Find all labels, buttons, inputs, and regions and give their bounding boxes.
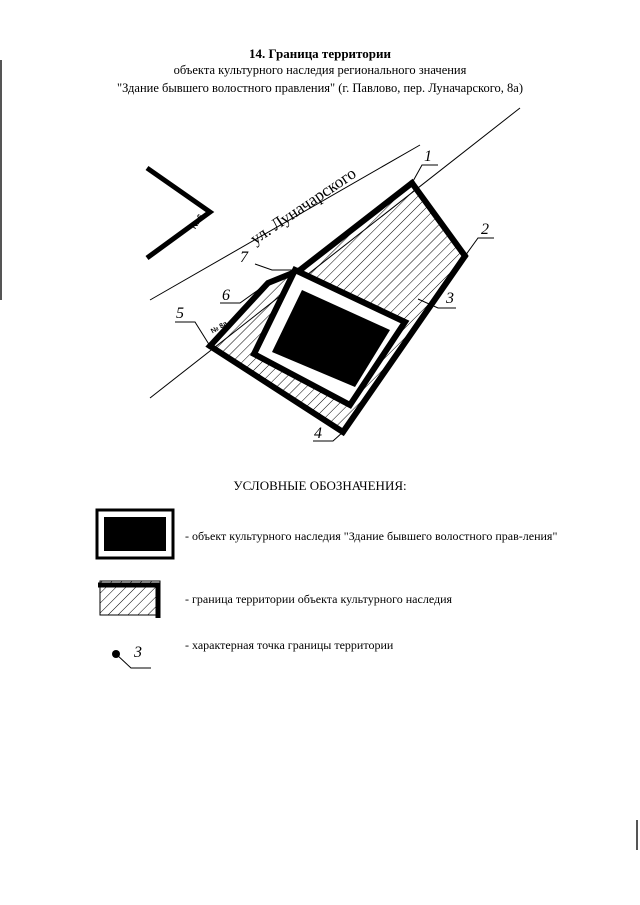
legend-text-heritage-object: - объект культурного наследия "Здание бы… (185, 529, 558, 543)
svg-text:7: 7 (240, 249, 249, 266)
boundary-point-7: 7 (240, 249, 303, 273)
boundary-point-5: 5 (175, 305, 213, 349)
legend-text-boundary-point: - характерная точка границы территории (185, 638, 394, 652)
boundary-point-1: 1 (409, 148, 438, 186)
boundary-point-6: 6 (220, 280, 271, 304)
boundary-point-3: 3 (417, 290, 456, 309)
svg-text:4: 4 (314, 425, 322, 442)
svg-text:1: 1 (424, 148, 432, 165)
page-title: 14. Граница территории (249, 46, 391, 61)
subtitle-line-2: "Здание бывшего волостного правления" (г… (117, 81, 523, 95)
legend-text-territory-boundary: - граница территории объекта культурного… (185, 592, 453, 606)
legend-symbol-territory-boundary (98, 580, 161, 618)
scan-edge-mark (0, 60, 2, 300)
subtitle-line-1: объекта культурного наследия регионально… (173, 63, 467, 77)
boundary-point-2: 2 (462, 221, 494, 259)
svg-text:5: 5 (176, 305, 184, 322)
neighbor-building (145, 165, 215, 261)
legend-heading: УСЛОВНЫЕ ОБОЗНАЧЕНИЯ: (233, 478, 407, 493)
svg-text:3: 3 (133, 644, 142, 661)
heritage-building (272, 290, 390, 387)
scan-edge-mark-right (636, 820, 638, 850)
svg-text:6: 6 (222, 287, 230, 304)
svg-text:3: 3 (445, 290, 454, 307)
legend-symbol-boundary-point: 3 (112, 644, 151, 669)
legend-symbol-heritage-object (95, 508, 175, 560)
boundary-point-4: 4 (313, 425, 346, 442)
street-edge-upper (149, 144, 421, 301)
svg-text:2: 2 (481, 221, 489, 238)
